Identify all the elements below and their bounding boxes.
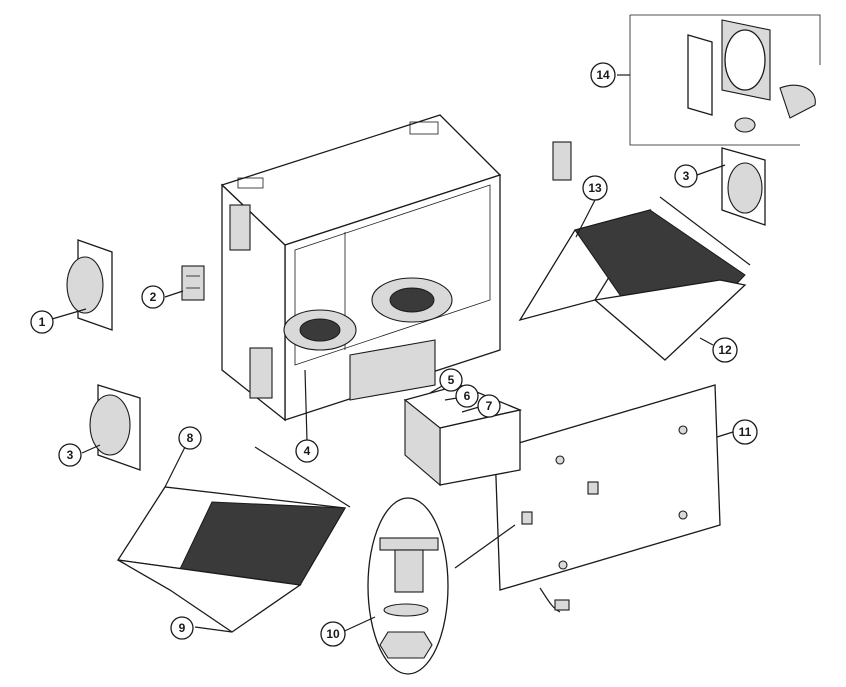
part-core-left	[116, 446, 351, 633]
callout-label-3-upper: 3	[683, 169, 690, 183]
callout-label-1: 1	[39, 315, 46, 329]
callout-13: 13	[582, 175, 608, 201]
inset-drain-fitting	[367, 497, 516, 675]
callout-label-2: 2	[150, 290, 157, 304]
callout-label-3-lower: 3	[67, 448, 74, 462]
callout-7: 7	[477, 394, 501, 418]
callout-label-4: 4	[304, 444, 311, 458]
callout-10: 10	[320, 621, 346, 647]
callout-3-lower: 3	[58, 443, 82, 467]
part-collar-upper-right	[721, 147, 766, 226]
callout-label-12: 12	[718, 343, 732, 357]
inset-motor-assembly	[629, 14, 821, 146]
callout-8: 8	[178, 426, 202, 450]
callout-14: 14	[590, 62, 616, 88]
callout-2: 2	[141, 285, 165, 309]
callout-label-7: 7	[486, 399, 493, 413]
part-switch	[552, 141, 572, 181]
part-bracket	[181, 265, 205, 301]
callout-5: 5	[439, 368, 463, 392]
callout-3-upper: 3	[674, 164, 698, 188]
part-access-door	[494, 384, 721, 613]
callout-label-9: 9	[179, 621, 186, 635]
callout-label-11: 11	[739, 425, 752, 439]
part-core-right	[518, 196, 751, 361]
callout-label-13: 13	[588, 181, 602, 195]
callout-label-6: 6	[464, 389, 471, 403]
part-collar-lower	[89, 384, 141, 471]
callout-11: 11	[732, 419, 758, 445]
main-cabinet	[220, 114, 502, 422]
callout-label-10: 10	[326, 627, 340, 641]
leader-lines	[51, 74, 734, 635]
callout-label-8: 8	[187, 431, 194, 445]
callout-label-5: 5	[448, 373, 455, 387]
callout-4: 4	[295, 439, 319, 463]
callout-12: 12	[712, 337, 738, 363]
callout-label-14: 14	[596, 68, 610, 82]
callout-9: 9	[170, 616, 194, 640]
part-collar-left	[66, 239, 113, 331]
callout-1: 1	[30, 310, 54, 334]
callout-6: 6	[455, 384, 479, 408]
